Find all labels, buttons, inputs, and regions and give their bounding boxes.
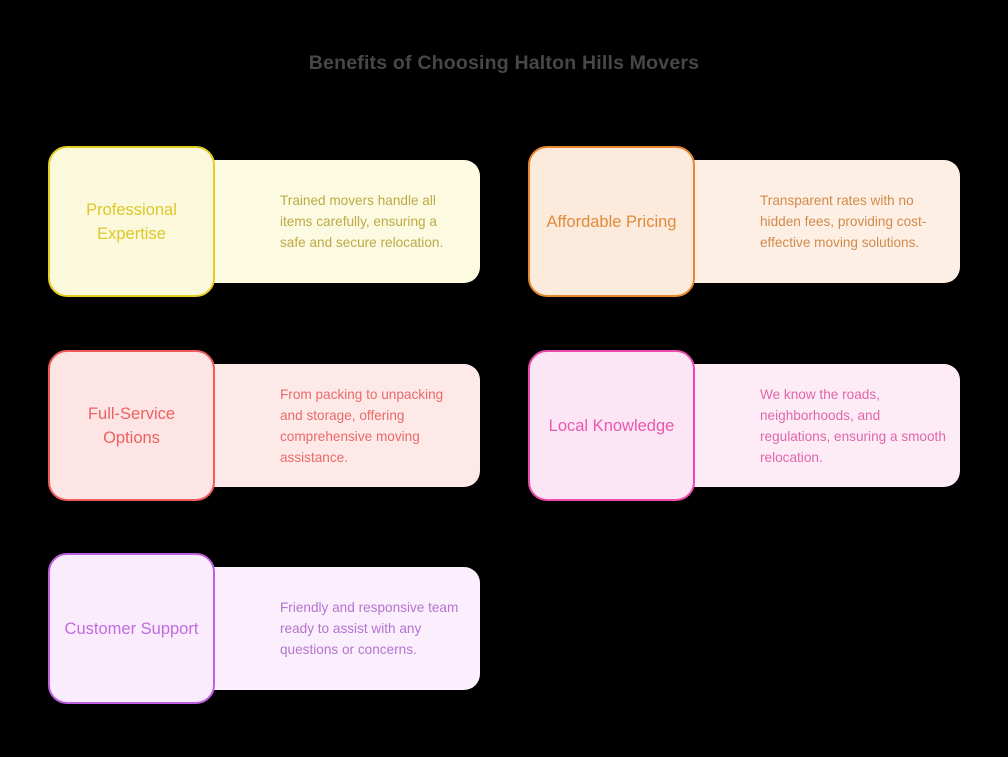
card-description-text: We know the roads, neighborhoods, and re…	[760, 386, 946, 465]
card-title-text: Full-Service Options	[87, 404, 176, 447]
benefit-card-full-service-options: From packing to unpacking and storage, o…	[48, 350, 480, 501]
card-title-text: Customer Support	[64, 619, 199, 638]
benefit-card-affordable-pricing: Transparent rates with no hidden fees, p…	[528, 146, 960, 297]
card-description-panel: Friendly and responsive team ready to as…	[198, 567, 480, 690]
card-description-panel: We know the roads, neighborhoods, and re…	[678, 364, 960, 487]
card-title-box: Local Knowledge	[528, 350, 695, 501]
benefit-card-professional-expertise: Trained movers handle all items carefull…	[48, 146, 480, 297]
card-title-text: Professional Expertise	[86, 200, 177, 243]
card-title-text: Local Knowledge	[548, 416, 675, 435]
card-title-box: Customer Support	[48, 553, 215, 704]
benefit-card-customer-support: Friendly and responsive team ready to as…	[48, 553, 480, 704]
card-description-text: From packing to unpacking and storage, o…	[280, 386, 444, 465]
card-description-text: Transparent rates with no hidden fees, p…	[760, 193, 927, 250]
card-title-box: Affordable Pricing	[528, 146, 695, 297]
page-title: Benefits of Choosing Halton Hills Movers	[308, 52, 700, 74]
card-description-panel: Trained movers handle all items carefull…	[198, 160, 480, 283]
benefit-card-local-knowledge: We know the roads, neighborhoods, and re…	[528, 350, 960, 501]
card-description-text: Friendly and responsive team ready to as…	[280, 600, 459, 657]
card-title-text: Affordable Pricing	[546, 212, 677, 231]
card-description-text: Trained movers handle all items carefull…	[280, 193, 444, 250]
card-title-box: Professional Expertise	[48, 146, 215, 297]
card-title-box: Full-Service Options	[48, 350, 215, 501]
card-description-panel: Transparent rates with no hidden fees, p…	[678, 160, 960, 283]
card-description-panel: From packing to unpacking and storage, o…	[198, 364, 480, 487]
